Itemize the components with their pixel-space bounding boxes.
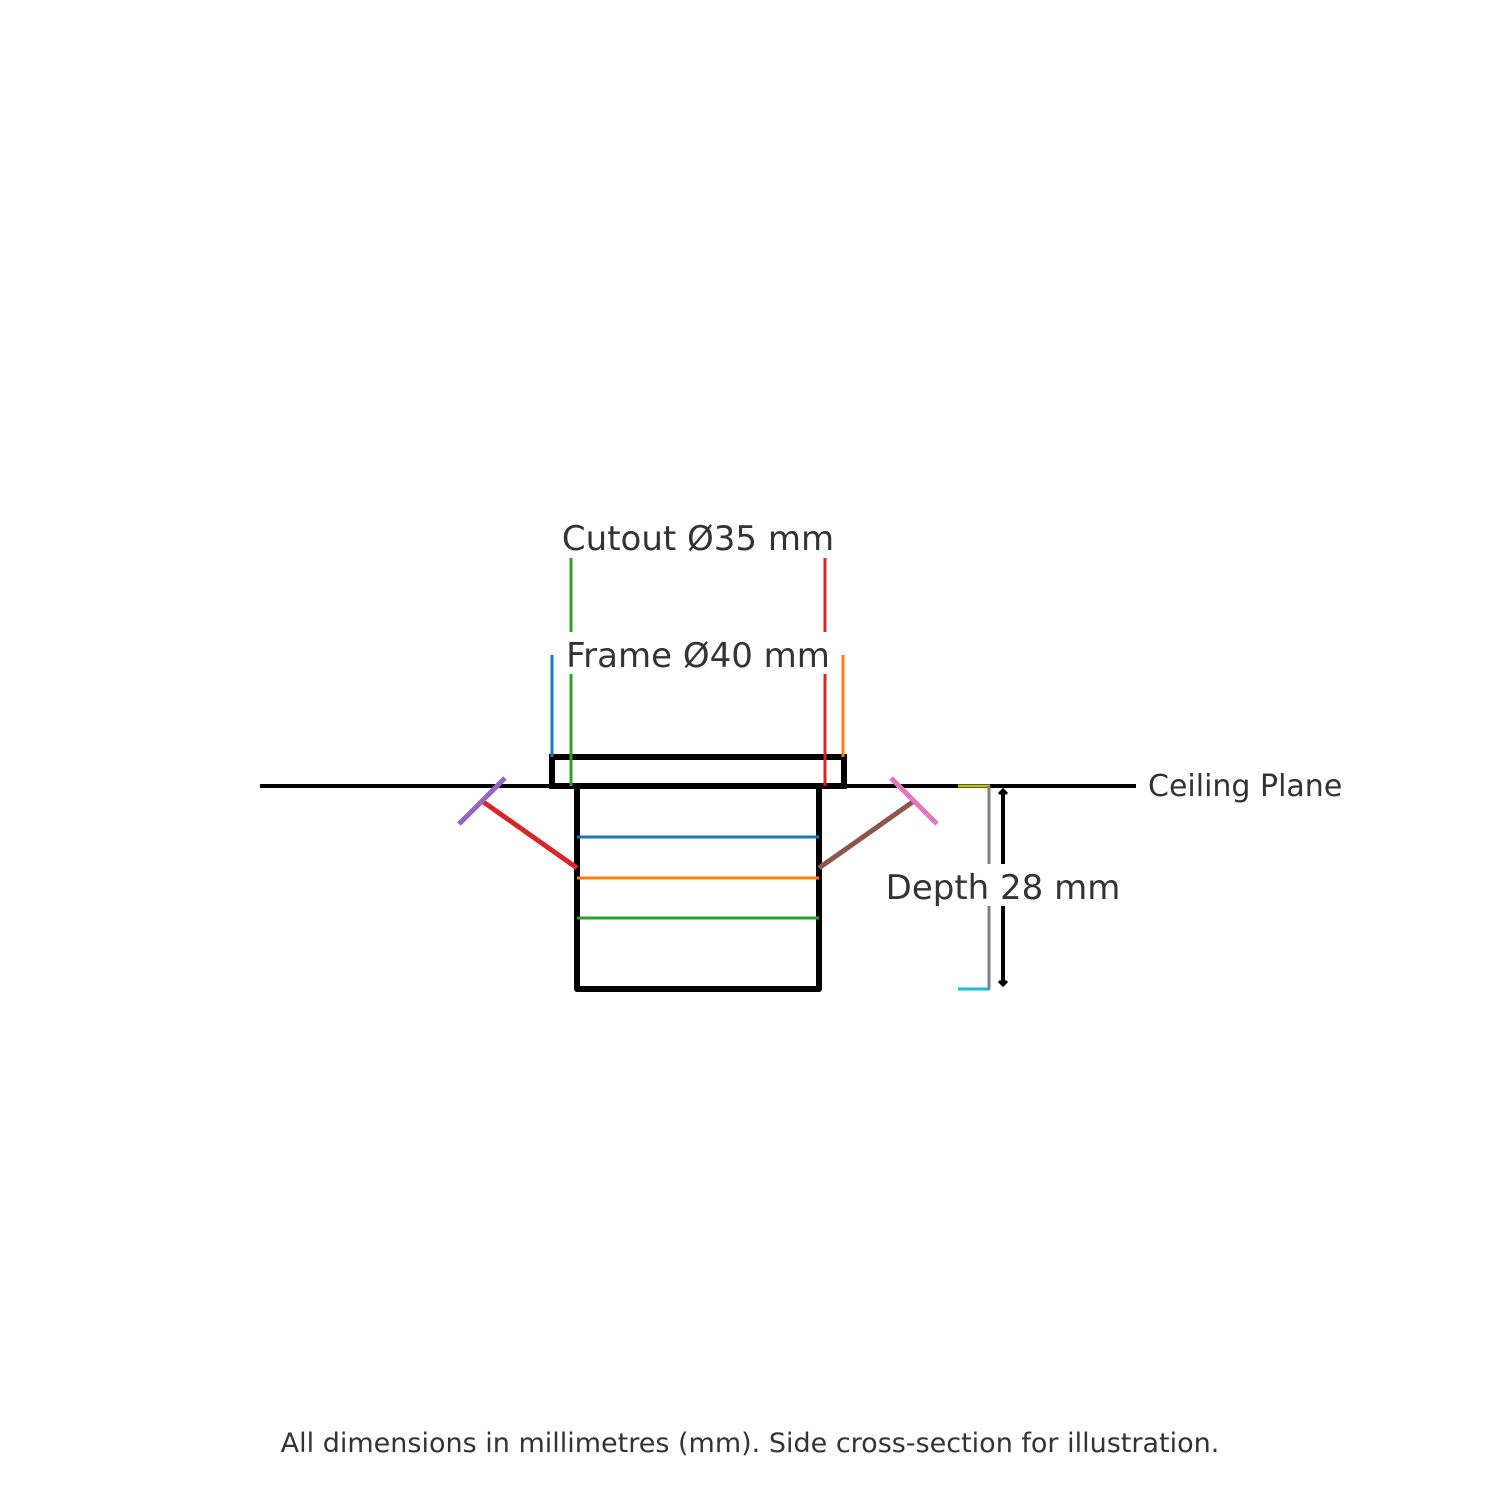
right-spring-clip-arm (817, 798, 916, 871)
ceiling-plane-label: Ceiling Plane (1148, 769, 1342, 804)
depth-label: Depth 28 mm (886, 868, 1121, 908)
depth-label-bg (878, 864, 1128, 906)
footnote: All dimensions in millimetres (mm). Side… (281, 1428, 1220, 1459)
frame-label-bg (556, 632, 840, 674)
cutout-label-bg (552, 515, 844, 557)
frame-flange (549, 754, 847, 789)
cutout-label: Cutout Ø35 mm (562, 519, 834, 559)
frame-label: Frame Ø40 mm (566, 636, 830, 676)
left-spring-clip-arm (480, 798, 579, 871)
right-spring-clip-tip (889, 776, 939, 826)
fixture-housing (574, 786, 822, 992)
left-spring-clip-tip (457, 776, 507, 826)
